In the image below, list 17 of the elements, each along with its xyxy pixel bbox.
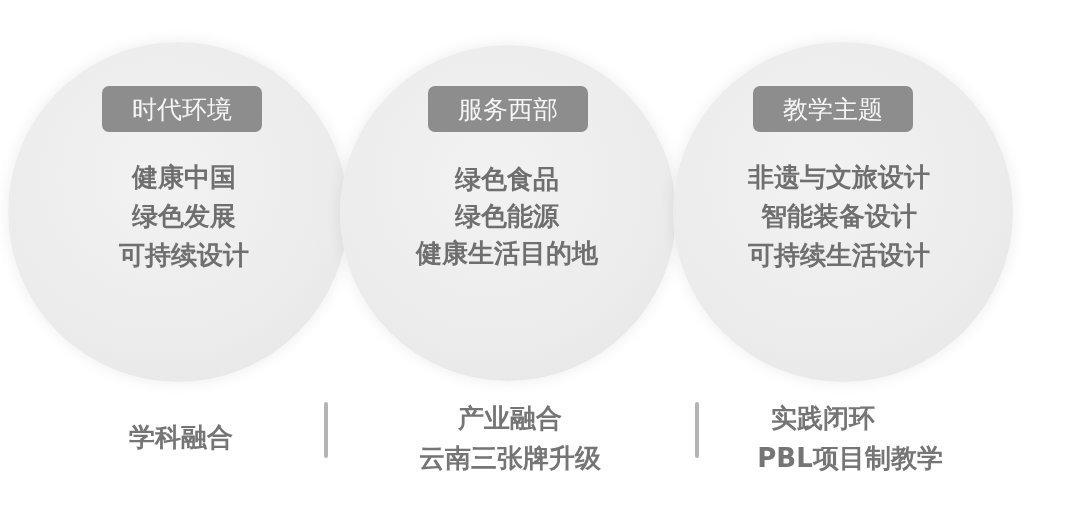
topic-item: 绿色发展 (132, 200, 236, 232)
topic-item: 非遗与文旅设计 (748, 161, 930, 193)
topic-item: 绿色能源 (455, 200, 559, 232)
topic-item: 智能装备设计 (761, 200, 917, 232)
topic-item: 健康中国 (132, 161, 236, 193)
heading-tab: 服务西部 (428, 86, 588, 132)
caption-text: PBL项目制教学 (757, 442, 943, 474)
caption-text: 学科融合 (129, 421, 233, 453)
caption-text: 产业融合 (458, 402, 562, 434)
caption-text: 云南三张牌升级 (419, 442, 601, 474)
heading-tab: 教学主题 (753, 86, 913, 132)
topic-item: 绿色食品 (455, 163, 559, 195)
caption-text: 实践闭环 (771, 402, 875, 434)
topic-item: 可持续设计 (119, 239, 249, 271)
topic-item: 可持续生活设计 (748, 239, 930, 271)
topic-item: 健康生活目的地 (416, 237, 598, 269)
heading-tab: 时代环境 (102, 86, 262, 132)
